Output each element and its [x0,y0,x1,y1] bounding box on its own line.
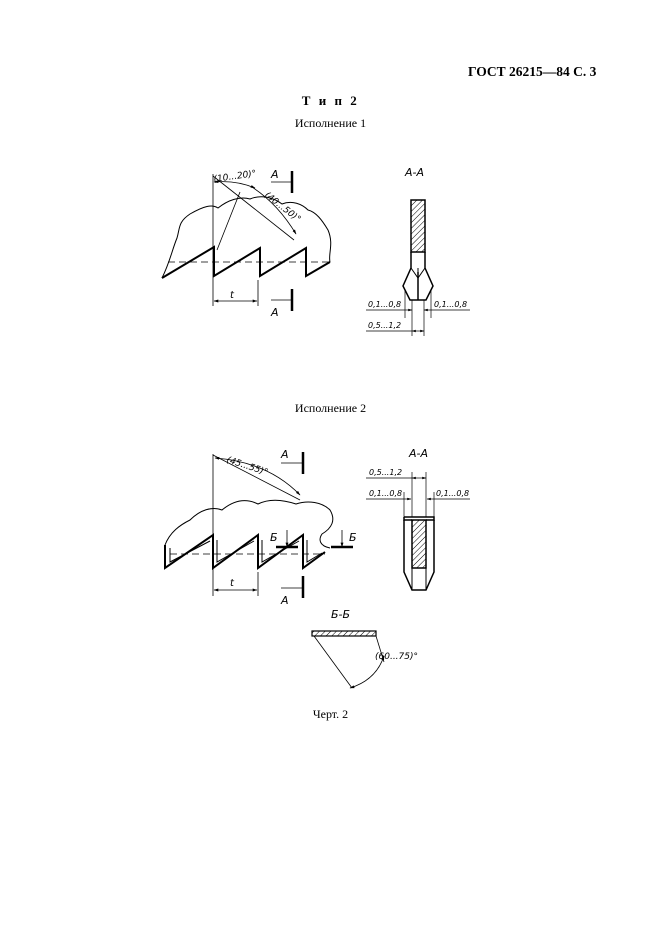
v1-pitch-label: t [230,290,235,301]
type-title: Т и п 2 [301,93,360,108]
variant-2-section-bb [311,630,385,689]
v2-dim-left: 0,1...0,8 [369,489,402,498]
standard-header: ГОСТ 26215—84 С. 3 [468,64,597,79]
v2-pitch-label: t [230,578,235,589]
teeth-profile [161,245,331,279]
v2-section-mark-b-left: Б [270,531,278,544]
figure-caption: Черт. 2 [312,707,349,721]
v2-section-title: А-А [408,447,428,460]
v2-section-b-title: Б-Б [331,608,350,621]
variant-2-section-aa [366,472,470,591]
v2-section-mark-top: А [280,448,289,461]
break-line [161,196,332,279]
v2-section-b-angle: (60...75)° [375,652,418,662]
v2-dim-top: 0,5...1,2 [369,468,402,477]
variant-1-side-view [161,171,332,311]
v1-section-title: А-А [404,166,424,179]
v1-dim-left: 0,1...0,8 [368,300,401,309]
break-line [164,499,334,549]
variant-1-title: Исполнение 1 [294,116,367,130]
v1-section-mark-top: А [270,168,279,181]
variant-2-side-view [164,452,353,598]
variant-1-section-aa [366,199,470,336]
v1-dim-bottom: 0,5...1,2 [368,321,401,330]
v2-dim-right: 0,1...0,8 [436,489,469,498]
v1-section-mark-bottom: А [270,306,279,319]
v2-section-mark-bottom: А [280,594,289,607]
variant-2-title: Исполнение 2 [294,401,367,415]
v2-section-mark-b-right: Б [349,531,357,544]
v2-angle-label: (45...55)° [225,455,269,478]
v1-dim-right: 0,1...0,8 [434,300,467,309]
